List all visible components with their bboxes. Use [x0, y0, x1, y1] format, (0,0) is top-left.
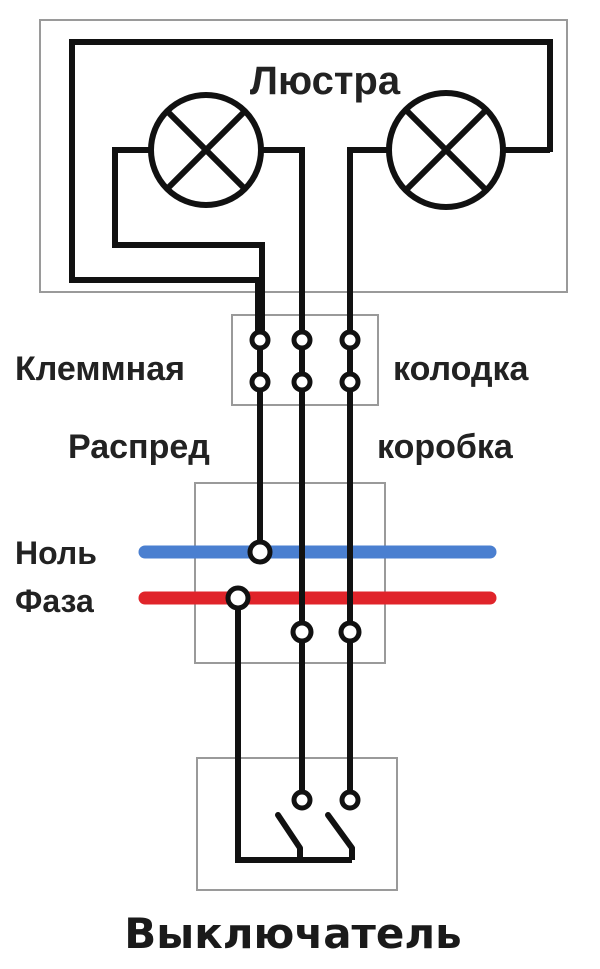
junction-label-right: коробка [377, 428, 514, 466]
phase-junction-ring [225, 585, 251, 611]
terminal-ring-icon [291, 371, 313, 393]
terminal-ring-icon [249, 329, 271, 351]
phase-label: Фаза [15, 583, 94, 619]
terminal-label-right: колодка [393, 350, 530, 388]
switch-terminal-ring [291, 789, 313, 811]
terminal-ring-icon [291, 329, 313, 351]
outer-wire [69, 39, 553, 340]
neutral-label: Ноль [15, 535, 97, 571]
lamp-x-icon [386, 90, 506, 210]
terminal-label-left: Клеммная [15, 350, 185, 388]
right-lamp-common-wire [347, 147, 388, 340]
chandelier-label: Люстра [250, 59, 401, 103]
left-lamp-common-wire [262, 147, 305, 340]
switch-box [196, 757, 398, 891]
left-lamp-wire [112, 147, 265, 340]
switch-terminal-ring [339, 789, 361, 811]
junction-box [194, 482, 386, 664]
terminal-ring-icon [339, 329, 361, 351]
switch-label: Выключатель [124, 909, 461, 958]
junction-label-left: Распред [68, 428, 210, 466]
lamp-x-icon [148, 92, 264, 208]
terminal-ring-icon [290, 620, 314, 644]
switch-contact-icon [325, 812, 355, 851]
switch-contact-icon [275, 812, 303, 851]
terminal-ring-icon [339, 371, 361, 393]
neutral-junction-ring [247, 539, 273, 565]
phase-feed-wire [235, 598, 352, 863]
terminal-ring-icon [249, 371, 271, 393]
terminal-ring-icon [338, 620, 362, 644]
